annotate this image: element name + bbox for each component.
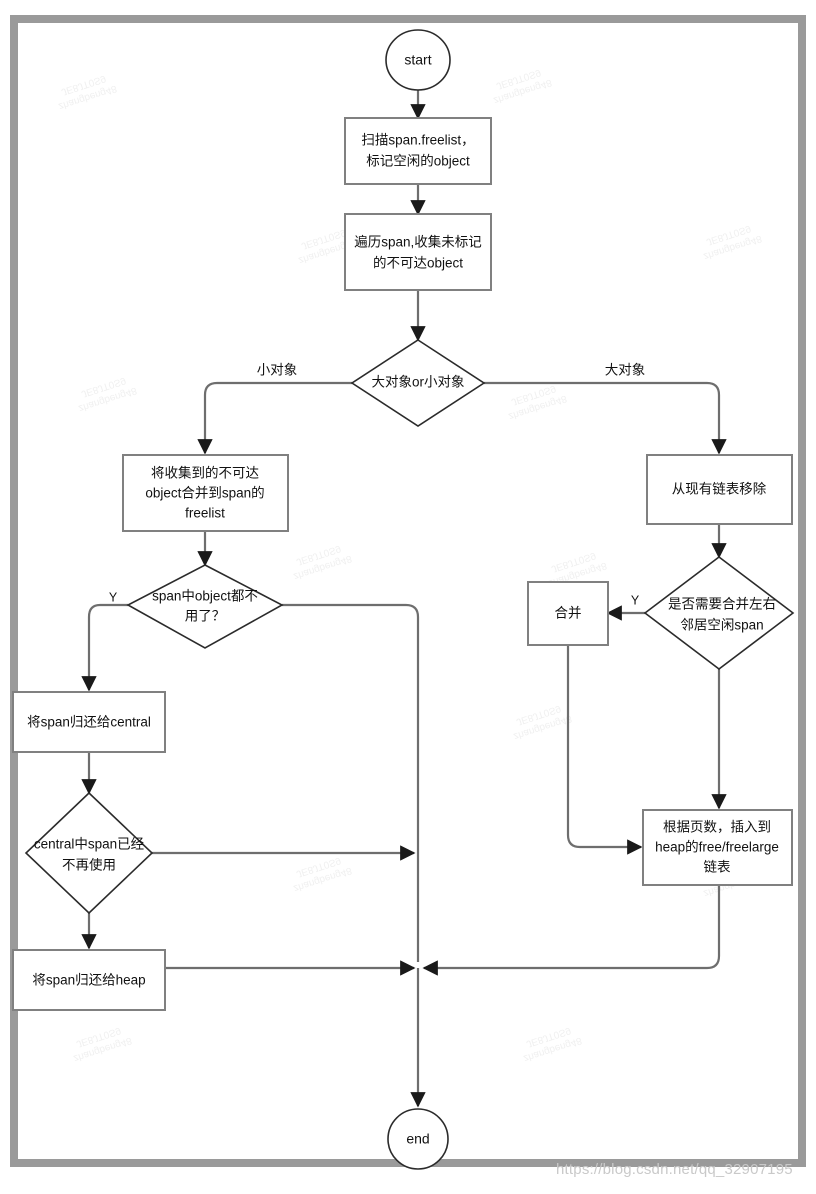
node-scan-freelist-line2: 标记空闲的object [366, 154, 470, 169]
node-scan-freelist-line1: 扫描span.freelist， [361, 133, 474, 148]
node-remove-from-list[interactable] [646, 454, 793, 525]
page-frame-left [10, 15, 18, 1167]
node-merge[interactable] [527, 581, 609, 646]
node-traverse-span-line2: 的不可达object [373, 256, 463, 271]
node-end-label: end [406, 1131, 429, 1147]
node-span-unused[interactable] [126, 564, 284, 649]
node-size-decision[interactable] [350, 339, 486, 427]
node-traverse-span-line1: 遍历span,收集未标记 [354, 235, 482, 250]
node-insert-heap-list[interactable] [642, 809, 793, 886]
node-span-unused-line2: 用了？ [185, 609, 226, 624]
edge-small-object [197, 381, 352, 455]
edge-spanunused-no-to-trunk [282, 603, 420, 962]
page-frame-right [798, 15, 806, 1167]
node-merge-to-freelist-line3: freelist [185, 506, 225, 521]
node-need-merge-line1: 是否需要合并左右 [668, 597, 776, 612]
node-insert-heap-list-line3: 链表 [704, 860, 732, 875]
node-merge-label: 合并 [555, 606, 582, 621]
page-frame-top [10, 15, 806, 23]
node-start[interactable] [385, 29, 451, 91]
edge-insert-to-collector [422, 885, 721, 976]
node-merge-to-freelist-line2: object合并到span的 [145, 486, 264, 501]
node-need-merge-line2: 邻居空闲span [680, 618, 763, 633]
node-traverse-span[interactable] [344, 213, 492, 291]
csdn-watermark: https://blog.csdn.net/qq_32907195 [556, 1161, 793, 1178]
edge-label-small-object: 小对象 [257, 363, 298, 378]
node-scan-freelist[interactable] [344, 117, 492, 185]
node-span-unused-line1: span中object都不 [152, 589, 258, 604]
node-end[interactable] [387, 1108, 449, 1170]
node-return-to-central[interactable] [12, 691, 166, 753]
edge-label-span-unused-yes: Y [109, 590, 118, 604]
node-merge-to-freelist-line1: 将收集到的不可达 [151, 466, 259, 481]
edge-merge-to-insert [566, 645, 643, 855]
node-remove-from-list-label: 从现有链表移除 [672, 482, 767, 497]
edge-label-large-object: 大对象 [605, 363, 646, 378]
edge-spanunused-yes [81, 603, 128, 692]
node-merge-to-freelist[interactable] [122, 454, 289, 532]
node-insert-heap-list-line1: 根据页数，插入到 [663, 820, 771, 835]
node-central-unused[interactable] [24, 791, 154, 915]
node-central-unused-line2: 不再使用 [62, 857, 116, 873]
edge-label-need-merge-yes: Y [631, 593, 640, 607]
node-start-label: start [404, 52, 431, 68]
node-return-to-heap[interactable] [12, 949, 166, 1011]
node-need-merge[interactable] [643, 555, 795, 671]
node-insert-heap-list-line2: heap的free/freelarge [655, 840, 779, 855]
node-size-decision-label: 大对象or小对象 [371, 375, 464, 390]
edge-large-object [484, 381, 727, 455]
node-return-to-central-label: 将span归还给central [27, 714, 151, 730]
node-central-unused-line1: central中span已经 [34, 837, 145, 852]
node-return-to-heap-label: 将span归还给heap [32, 972, 145, 988]
